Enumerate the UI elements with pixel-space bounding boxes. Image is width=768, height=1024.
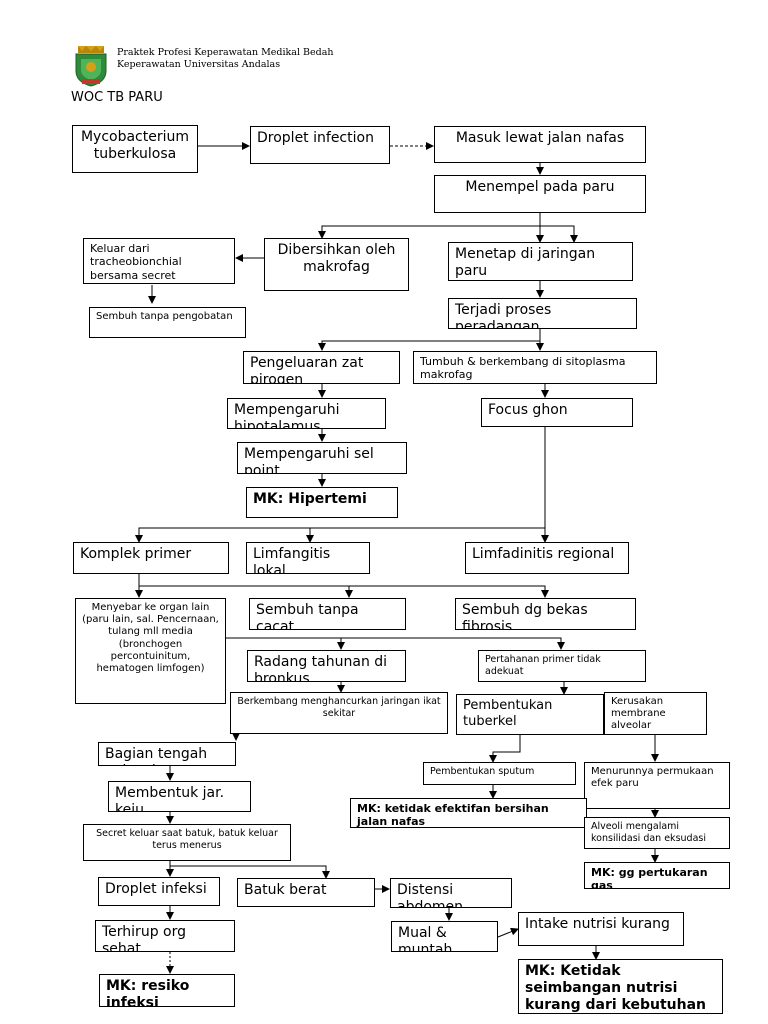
node-dibersihkan-makrofag: Dibersihkan oleh makrofag <box>264 238 409 291</box>
node-focus-ghon: Focus ghon <box>481 398 633 427</box>
node-droplet-infeksi: Droplet infeksi <box>98 877 220 906</box>
node-sembuh-bekas-fibrosis: Sembuh dg bekas fibrosis <box>455 598 636 630</box>
node-radang-tahunan: Radang tahunan di bronkus <box>247 650 406 682</box>
node-distensi: Distensi abdomen <box>390 878 512 908</box>
node-mycobacterium: Mycobacterium tuberkulosa <box>72 125 198 173</box>
institution-line-1: Praktek Profesi Keperawatan Medikal Beda… <box>117 47 334 58</box>
node-menurunnya-permukaan: Menurunnya permukaan efek paru <box>584 762 730 809</box>
node-mempengaruhi-hipotalamus: Mempengaruhi hipotalamus <box>227 398 386 429</box>
node-mk-gg-pertukaran: MK: gg pertukaran gas <box>584 862 730 889</box>
connector <box>489 735 521 763</box>
university-crest-icon <box>72 45 110 87</box>
node-komplek-primer: Komplek primer <box>73 542 229 574</box>
node-mual-muntah: Mual & muntah <box>391 921 498 952</box>
node-masuk-jalan-nafas: Masuk lewat jalan nafas <box>434 126 646 163</box>
institution-line-2: Keperawatan Universitas Andalas <box>117 59 281 70</box>
node-sembuh-tanpa-pengobatan: Sembuh tanpa pengobatan <box>89 307 246 338</box>
node-mempengaruhi-sel-point: Mempengaruhi sel point <box>237 442 407 474</box>
node-mk-hipertemi: MK: Hipertemi <box>246 487 398 518</box>
connector <box>226 637 565 650</box>
node-pembentukan-tuberkel: Pembentukan tuberkel <box>456 694 604 735</box>
document-title: WOC TB PARU <box>71 90 163 105</box>
node-terhirup-org: Terhirup org sehat <box>95 920 235 952</box>
node-mk-resiko-infeksi: MK: resiko infeksi <box>99 974 235 1007</box>
node-membentuk-jar-keju: Membentuk jar. keju <box>108 781 251 812</box>
node-droplet-infection: Droplet infection <box>250 126 390 164</box>
connector <box>169 861 330 879</box>
node-menempel-paru: Menempel pada paru <box>434 175 646 213</box>
node-pertahanan-primer: Pertahanan primer tidak adekuat <box>478 650 646 682</box>
node-kerusakan-membrane: Kerusakan membrane alveolar <box>604 692 707 735</box>
node-batuk-berat: Batuk berat <box>237 878 375 907</box>
node-limfadinitis-regional: Limfadinitis regional <box>465 542 629 574</box>
connector <box>540 225 578 243</box>
connector <box>318 213 541 239</box>
node-pengeluaran-zat: Pengeluaran zat pirogen <box>243 351 400 384</box>
connector <box>497 927 519 938</box>
node-keluar-tracheobronchial: Keluar dari tracheobionchial bersama sec… <box>83 238 235 284</box>
node-intake-nutrisi: Intake nutrisi kurang <box>518 912 684 946</box>
node-limfangitis-lokal: Limfangitis lokal <box>246 542 370 574</box>
node-terjadi-proses: Terjadi proses peradangan <box>448 298 637 329</box>
connector <box>318 329 541 351</box>
node-mk-bersihan-jalan-nafas: MK: ketidak efektifan bersihan jalan naf… <box>350 798 587 828</box>
node-menetap-jaringan-paru: Menetap di jaringan paru <box>448 242 633 281</box>
node-alveoli-konsolidasi: Alveoli mengalami konsilidasi dan eksuda… <box>584 817 730 849</box>
node-tumbuh-berkembang: Tumbuh & berkembang di sitoplasma makrof… <box>413 351 657 384</box>
node-pembentukan-sputum: Pembentukan sputum <box>423 762 576 785</box>
node-secret-keluar: Secret keluar saat batuk, batuk keluar t… <box>83 824 291 861</box>
node-bagian-tengah: Bagian tengah nekrosis <box>98 742 236 766</box>
node-menyebar-organ-lain: Menyebar ke organ lain (paru lain, sal. … <box>75 598 226 704</box>
node-berkembang-menghancurkan: Berkembang menghancurkan jaringan ikat s… <box>230 692 448 734</box>
connector <box>135 527 545 543</box>
node-mk-nutrisi: MK: Ketidak seimbangan nutrisi kurang da… <box>518 959 723 1014</box>
connector <box>138 574 549 598</box>
node-sembuh-tanpa-cacat: Sembuh tanpa cacat <box>249 598 406 630</box>
